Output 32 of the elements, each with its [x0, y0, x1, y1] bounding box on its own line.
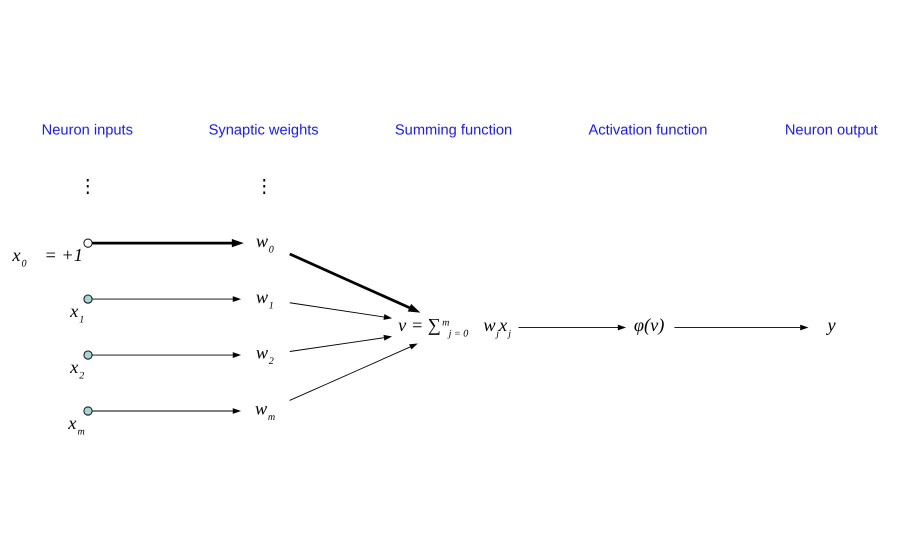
label: Neuron inputs — [42, 122, 133, 138]
node-text: y — [828, 314, 836, 335]
node-text: w$_{0}$ — [256, 230, 274, 255]
arrow — [92, 238, 244, 247]
label: Activation function — [588, 122, 708, 138]
arrow — [518, 324, 626, 330]
arrow — [289, 302, 392, 320]
node-label: x$_{m}$ — [68, 412, 85, 437]
arrow — [289, 343, 418, 400]
node-label: x$_{0}$ = +1 — [12, 244, 83, 270]
arrow — [289, 252, 420, 312]
label: Neuron output — [784, 122, 878, 138]
node-text: w$_{1}$ — [256, 286, 274, 311]
arrow — [92, 296, 242, 302]
arrow — [92, 352, 242, 358]
node-text: w$_{2}$ — [256, 342, 274, 367]
label: ⋮ — [78, 174, 96, 196]
label: Synaptic weights — [208, 122, 319, 138]
node-label: x$_{2}$ — [70, 356, 84, 381]
node-text: v = ∑$^{m}$$_{j = 0}$ w$_{j}$x$_{j}$ — [398, 314, 512, 340]
arrow — [674, 324, 808, 330]
node-text: w$_{m}$ — [254, 398, 276, 423]
node-label: x$_{1}$ — [70, 300, 84, 325]
node-text: φ(v) — [634, 314, 664, 335]
arrow — [289, 334, 392, 352]
arrow — [92, 408, 242, 414]
node-circle — [83, 406, 93, 416]
node-circle — [83, 238, 93, 248]
label: Summing function — [394, 122, 512, 138]
label: ⋮ — [254, 174, 273, 196]
node-circle — [83, 294, 93, 304]
node-circle — [83, 350, 93, 360]
